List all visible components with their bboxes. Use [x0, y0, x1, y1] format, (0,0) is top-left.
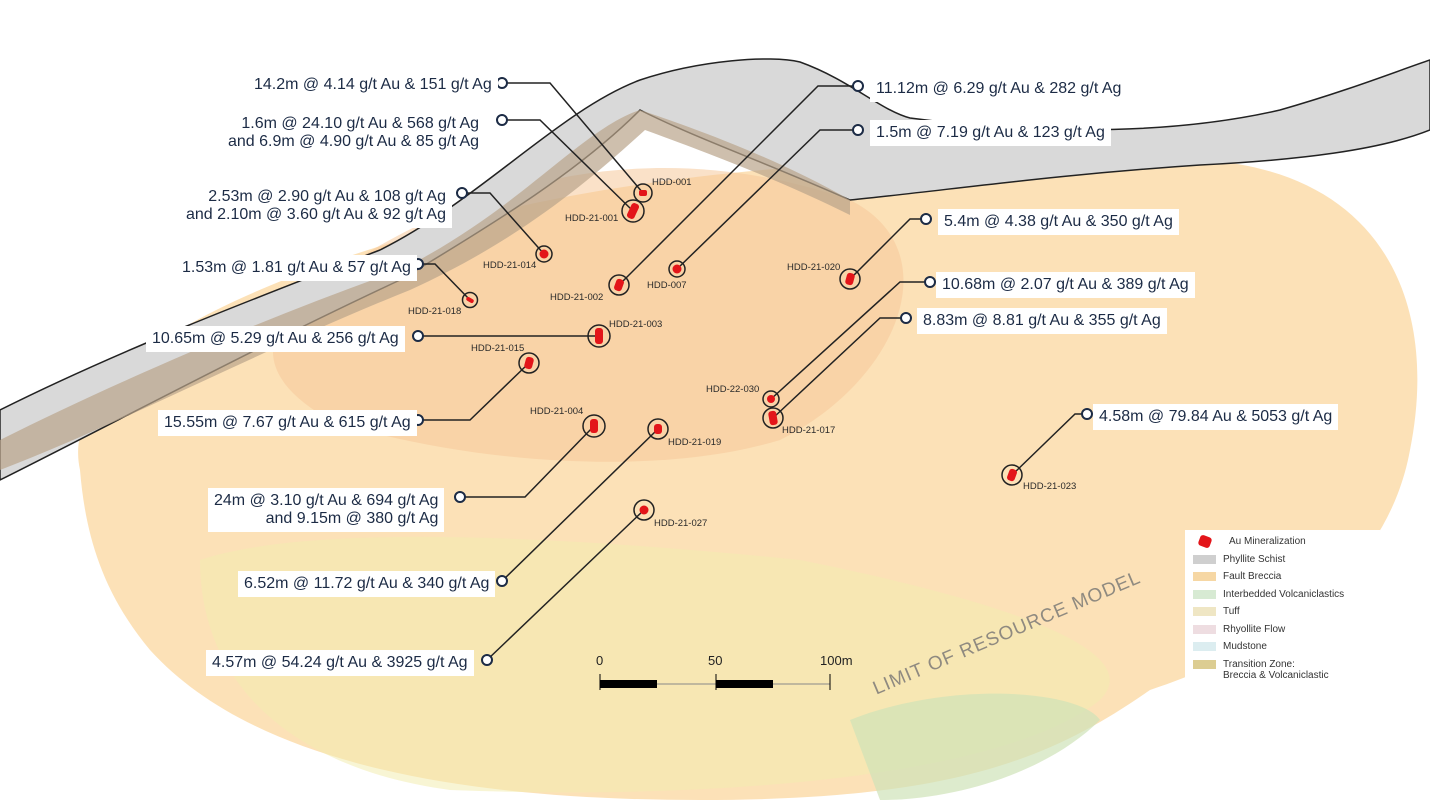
swatch [1193, 659, 1216, 669]
hole-label: HDD-007 [647, 280, 687, 291]
assay-text: 15.55m @ 7.67 g/t Au & 615 g/t Ag [164, 414, 411, 431]
legend-item: Tuff [1193, 606, 1372, 624]
hole-label: HDD-21-027 [654, 518, 708, 529]
swatch [1193, 589, 1216, 599]
legend-item: Transition Zone:Breccia & Volcaniclastic [1193, 659, 1372, 685]
hole-label: HDD-21-018 [408, 306, 462, 317]
legend-label-line: Transition Zone: [1223, 658, 1295, 670]
au-mineralization-icon [1197, 534, 1213, 549]
transition-zone-band [0, 110, 850, 470]
assay-text: 11.12m @ 6.29 g/t Au & 282 g/t Ag [876, 80, 1122, 97]
assay-text: and 6.9m @ 4.90 g/t Au & 85 g/t Ag [228, 133, 480, 150]
legend-item: Rhyollite Flow [1193, 624, 1372, 642]
assay-text: 4.57m @ 54.24 g/t Au & 3925 g/t Ag [212, 654, 468, 671]
assay-label: 5.4m @ 4.38 g/t Au & 350 g/t Ag [938, 209, 1179, 235]
hole-label: HDD-22-030 [706, 384, 760, 395]
legend-label: Interbedded Volcaniclastics [1223, 588, 1345, 600]
hole-label: HDD-21-001 [565, 213, 619, 224]
hole-label: HDD-21-015 [471, 343, 525, 354]
assay-text: 2.53m @ 2.90 g/t Au & 108 g/t Ag [208, 188, 446, 205]
legend-item-au: Au Mineralization [1193, 534, 1372, 554]
legend: Au Mineralization Phyllite Schist Fault … [1185, 530, 1380, 690]
assay-text: 1.53m @ 1.81 g/t Au & 57 g/t Ag [182, 259, 411, 276]
legend-item: Phyllite Schist [1193, 554, 1372, 572]
assay-text: 4.58m @ 79.84 Au & 5053 g/t Ag [1099, 408, 1333, 425]
scale-tick-100: 100m [820, 653, 853, 668]
assay-label: 4.57m @ 54.24 g/t Au & 3925 g/t Ag [206, 650, 474, 676]
assay-text: 10.68m @ 2.07 g/t Au & 389 g/t Ag [942, 276, 1189, 293]
legend-label-line: Breccia & Volcaniclastic [1223, 669, 1329, 681]
assay-text: 6.52m @ 11.72 g/t Au & 340 g/t Ag [244, 575, 490, 592]
hole-label: HDD-21-003 [609, 319, 663, 330]
assay-text: 24m @ 3.10 g/t Au & 694 g/t Ag [214, 492, 439, 509]
assay-label: 10.68m @ 2.07 g/t Au & 389 g/t Ag [936, 272, 1195, 298]
assay-label: 8.83m @ 8.81 g/t Au & 355 g/t Ag [917, 308, 1167, 334]
scale-bar [599, 674, 831, 690]
assay-text: 14.2m @ 4.14 g/t Au & 151 g/t Ag [254, 76, 492, 93]
assay-label: 11.12m @ 6.29 g/t Au & 282 g/t Ag [870, 76, 1128, 102]
assay-label: 10.65m @ 5.29 g/t Au & 256 g/t Ag [146, 326, 405, 352]
assay-text: and 9.15m @ 380 g/t Ag [265, 510, 439, 527]
hole-label: HDD-21-017 [782, 425, 836, 436]
swatch [1193, 572, 1216, 581]
leader-endpoints [412, 77, 1093, 666]
hole-label: HDD-21-002 [550, 292, 604, 303]
assay-label: 6.52m @ 11.72 g/t Au & 340 g/t Ag [238, 571, 496, 597]
assay-text: 1.5m @ 7.19 g/t Au & 123 g/t Ag [876, 124, 1105, 141]
assay-text: 5.4m @ 4.38 g/t Au & 350 g/t Ag [944, 213, 1173, 230]
legend-label: Tuff [1223, 606, 1240, 617]
legend-label: Au Mineralization [1229, 536, 1306, 547]
hole-label: HDD-21-014 [483, 260, 537, 271]
hole-label: HDD-21-020 [787, 262, 841, 273]
hole-label: HDD-21-004 [530, 406, 584, 417]
volcaniclastic-zone [850, 693, 1100, 800]
legend-label: Mudstone [1223, 641, 1267, 652]
assay-text: 8.83m @ 8.81 g/t Au & 355 g/t Ag [923, 312, 1161, 329]
hole-label: HDD-21-019 [668, 437, 722, 448]
hole-label: HDD-001 [652, 177, 692, 188]
assay-label: 4.58m @ 79.84 Au & 5053 g/t Ag [1093, 404, 1339, 430]
scale-tick-50: 50 [708, 653, 723, 668]
legend-item: Interbedded Volcaniclastics [1193, 589, 1372, 607]
hole-label: HDD-21-023 [1023, 481, 1077, 492]
assay-label: 14.2m @ 4.14 g/t Au & 151 g/t Ag [248, 72, 498, 98]
legend-item: Mudstone [1193, 641, 1372, 659]
assay-label: 1.5m @ 7.19 g/t Au & 123 g/t Ag [870, 120, 1111, 146]
assay-text: 10.65m @ 5.29 g/t Au & 256 g/t Ag [152, 330, 399, 347]
swatch [1193, 607, 1216, 616]
legend-label: Rhyollite Flow [1223, 623, 1286, 635]
swatch [1193, 642, 1216, 651]
swatch [1193, 624, 1216, 634]
legend-label: Transition Zone:Breccia & Volcaniclastic [1223, 659, 1329, 681]
au-mineralization-markers [461, 183, 1023, 521]
legend-item: Fault Breccia [1193, 571, 1372, 589]
assay-label: 1.53m @ 1.81 g/t Au & 57 g/t Ag [176, 255, 417, 281]
legend-label: Fault Breccia [1223, 571, 1282, 582]
swatch [1193, 554, 1216, 564]
scale-tick-0: 0 [596, 653, 604, 668]
legend-label: Phyllite Schist [1223, 553, 1286, 565]
assay-text: and 2.10m @ 3.60 g/t Au & 92 g/t Ag [186, 206, 446, 223]
assay-text: 1.6m @ 24.10 g/t Au & 568 g/t Ag [241, 115, 480, 132]
assay-label: 15.55m @ 7.67 g/t Au & 615 g/t Ag [158, 410, 417, 436]
